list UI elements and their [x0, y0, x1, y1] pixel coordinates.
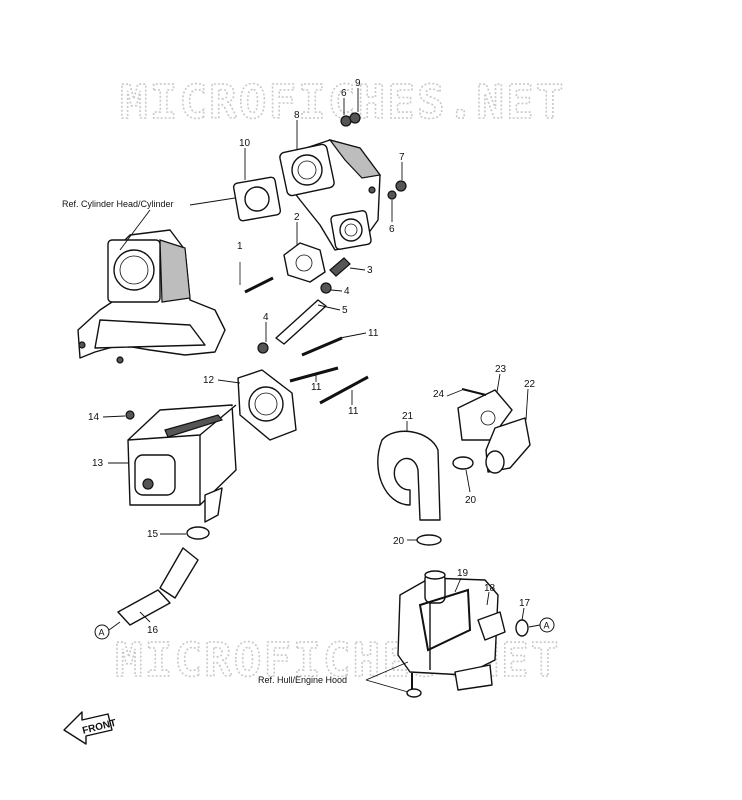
- fitting-3: [329, 257, 351, 277]
- exhaust-chamber: [279, 138, 382, 251]
- front-arrow: FRONT: [63, 711, 117, 745]
- callout-4-right: 4: [344, 286, 350, 297]
- gasket-2: [283, 242, 326, 283]
- callout-16: 16: [147, 625, 159, 636]
- stud-1: [239, 262, 274, 294]
- hull-bolt: [406, 673, 422, 698]
- bolt-24: [461, 388, 487, 396]
- callout-14: 14: [88, 412, 100, 423]
- ref-cylinder-label: Ref. Cylinder Head/Cylinder: [62, 199, 174, 209]
- callout-8: 8: [294, 110, 300, 121]
- leader-lines: [102, 88, 529, 623]
- callout-7: 7: [399, 152, 405, 163]
- callout-2: 2: [294, 212, 300, 223]
- gasket-12: [237, 369, 297, 441]
- studs-11: [289, 336, 369, 405]
- elbow-pipe-21: [377, 430, 441, 521]
- callout-13: 13: [92, 458, 104, 469]
- clamp-15: [186, 526, 210, 540]
- callout-22: 22: [524, 379, 536, 390]
- outlet-22: [485, 417, 531, 474]
- connector-a-left-label: A: [99, 628, 105, 638]
- clamp-17: [515, 619, 529, 637]
- callout-1: 1: [237, 241, 243, 252]
- gasket-10: [232, 176, 282, 222]
- clamp-20-lower: [416, 534, 442, 546]
- exhaust-manifold: [77, 229, 226, 364]
- hose-16: [117, 547, 199, 626]
- callout-20-upper: 20: [465, 495, 477, 506]
- callout-21: 21: [402, 411, 414, 422]
- callout-6-right: 6: [389, 224, 395, 235]
- callout-11-a: 11: [368, 328, 379, 339]
- muffler-13: [125, 404, 237, 523]
- nuts-upper: [340, 112, 407, 200]
- connector-a-left: A: [94, 621, 121, 640]
- callout-12: 12: [203, 375, 215, 386]
- callout-20-lower: 20: [393, 536, 405, 547]
- tube-5: [275, 299, 327, 345]
- callout-11-b: 11: [311, 382, 322, 393]
- ref-hull-label: Ref. Hull/Engine Hood: [258, 675, 347, 685]
- connector-a-right-label: A: [544, 621, 550, 631]
- callout-18: 18: [484, 583, 496, 594]
- callout-4-left: 4: [263, 312, 269, 323]
- callout-23: 23: [495, 364, 507, 375]
- clamp-20-upper: [452, 456, 474, 470]
- callout-24: 24: [433, 389, 445, 400]
- callout-numbers: 9 6 8 10 7 6 2 1 3 4 5 4 11 11 11 12 14 …: [88, 78, 536, 636]
- callout-10: 10: [239, 138, 251, 149]
- callout-9: 9: [355, 78, 361, 89]
- callout-19: 19: [457, 568, 469, 579]
- callout-6-top: 6: [341, 88, 347, 99]
- callout-11-c: 11: [348, 406, 359, 417]
- nut-4-upper: [320, 282, 332, 294]
- connector-a-right: A: [528, 617, 555, 633]
- nut-4-lower: [257, 342, 269, 354]
- callout-3: 3: [367, 265, 373, 276]
- strap-19: [418, 588, 472, 652]
- callout-5: 5: [342, 305, 348, 316]
- callout-15: 15: [147, 529, 159, 540]
- callout-17: 17: [519, 598, 531, 609]
- water-box-18: [397, 570, 506, 691]
